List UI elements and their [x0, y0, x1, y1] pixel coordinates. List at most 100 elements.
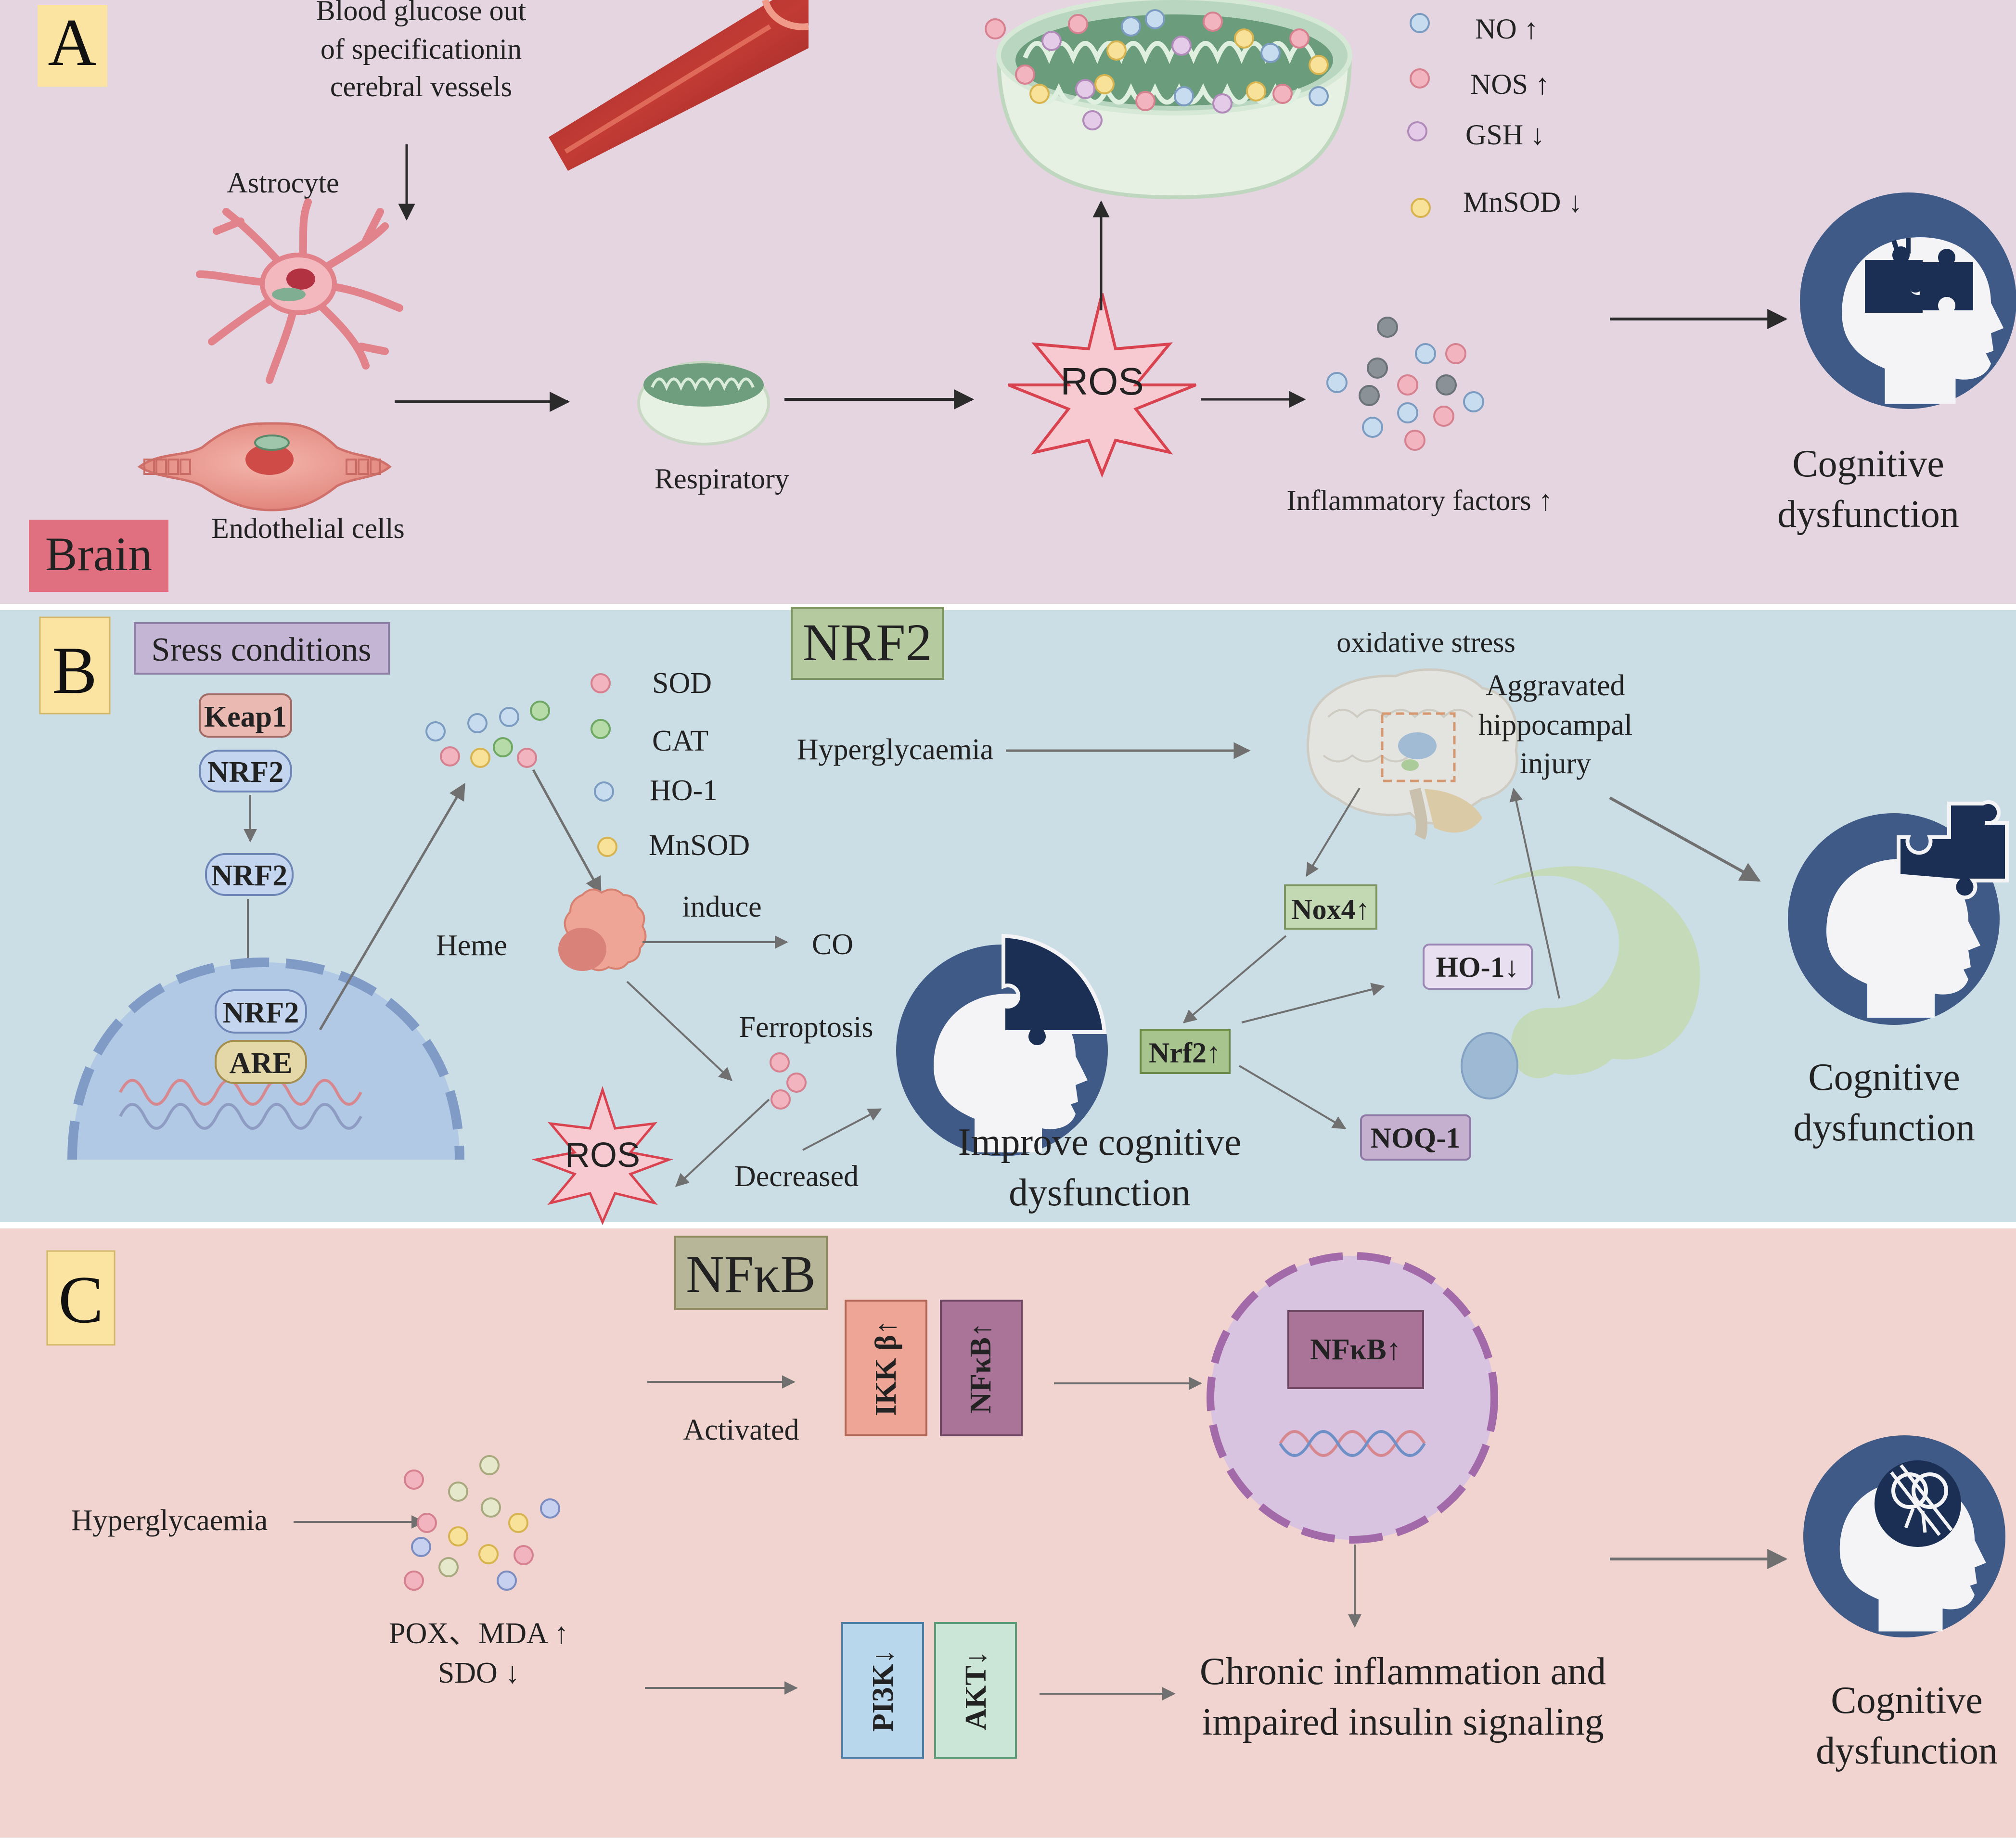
stress-conditions-label: Sress conditions: [152, 631, 372, 668]
arrow-brain-to-nox4: [1306, 787, 1361, 877]
nfkb-vertical-box: [940, 1300, 1023, 1436]
cognitive-label-c-line-1: Cognitive: [1831, 1679, 1983, 1722]
arrow-nucleus-to-enzymes: [319, 782, 466, 1031]
nox4-label: Nox4↑: [1291, 894, 1370, 925]
oxidation-dot-cluster: [404, 1455, 560, 1591]
nox4-box: [1284, 884, 1377, 930]
endothelial-cells-label: Endothelial cells: [211, 512, 405, 544]
cognitive-head-icon-b: [1788, 800, 2009, 1025]
arrow-enzymes-to-heme: [532, 769, 602, 894]
hyperglycaemia-label-b: Hyperglycaemia: [797, 733, 994, 766]
nfkb-vertical-label: NFκB↑: [964, 1322, 997, 1413]
arrow-decreased-to-improve: [802, 1108, 882, 1151]
improve-head-icon: [896, 933, 1108, 1156]
pi3k-box: [841, 1622, 924, 1759]
improve-label-line-2: dysfunction: [1009, 1172, 1191, 1214]
ferroptosis-dots: [770, 1052, 807, 1110]
ikk-box: [845, 1300, 927, 1436]
astrocyte-label: Astrocyte: [227, 167, 339, 199]
marker-dot-mnsod: [1411, 198, 1431, 218]
nrf2-box-2: [205, 853, 294, 896]
noq1-box: [1360, 1114, 1471, 1161]
inflammatory-factor-dots: [1326, 317, 1484, 451]
nrf2-up-label: Nrf2↑: [1149, 1037, 1221, 1069]
panel-a-letter: A: [48, 5, 96, 80]
ikk-label: IKK β↑: [870, 1320, 902, 1416]
blood-glucose-line-1: Blood glucose out: [316, 0, 526, 26]
enzyme-sod: SOD: [652, 667, 712, 700]
brain-tag-box: [29, 520, 168, 592]
panel-c-letter: C: [58, 1263, 103, 1337]
akt-box: [934, 1622, 1017, 1759]
enzyme-dot-cluster: [425, 701, 550, 768]
arrow-nrf2-to-ho1: [1241, 983, 1385, 1023]
inflammatory-factors-label: Inflammatory factors ↑: [1286, 485, 1553, 516]
blood-glucose-line-3: cerebral vessels: [330, 71, 512, 102]
heme-label: Heme: [436, 929, 507, 962]
cognitive-head-icon-a: [1800, 192, 2016, 409]
cognitive-label-b-line-2: dysfunction: [1793, 1107, 1975, 1149]
pi3k-label: PI3K↓: [867, 1649, 899, 1732]
hippocampus-illustration: [1461, 866, 1700, 1099]
keap1-label: Keap1: [204, 701, 287, 733]
decreased-label: Decreased: [734, 1160, 859, 1193]
pox-mda-label: POX、MDA ↑: [389, 1617, 569, 1650]
blood-glucose-line-2: of specificationin: [321, 33, 522, 65]
nrf2-label-3: NRF2: [223, 997, 299, 1029]
nrf2-up-box: [1140, 1029, 1231, 1074]
nrf2-label-1: NRF2: [207, 756, 283, 789]
cognitive-label-c-line-2: dysfunction: [1816, 1730, 1998, 1772]
astrocyte-illustration: [196, 198, 403, 384]
aggravated-line-3: injury: [1520, 747, 1591, 780]
keap1-box: [199, 693, 292, 738]
arrow-heme-to-ferroptosis: [626, 981, 733, 1081]
arrow-hippocampus-to-brain: [1509, 788, 1560, 999]
chronic-line-2: impaired insulin signaling: [1202, 1701, 1604, 1743]
respiratory-label: Respiratory: [655, 463, 789, 495]
ho1-box: [1423, 944, 1533, 990]
nrf2-title: NRF2: [803, 613, 932, 672]
nrf2-label-2: NRF2: [211, 859, 287, 892]
oxidative-stress-label: oxidative stress: [1336, 626, 1515, 658]
nfkb-title-box: [674, 1236, 828, 1310]
endothelial-cell-illustration: [137, 422, 392, 511]
enzyme-cat: CAT: [652, 725, 708, 757]
panel-a-letter-box: [38, 5, 107, 87]
arrow-nox4-to-nrf2: [1182, 935, 1287, 1023]
stress-conditions-box: [134, 622, 390, 675]
enzyme-ho1: HO-1: [650, 774, 718, 807]
ros-star-b: [531, 1086, 674, 1226]
mitochondrion-small-illustration: [637, 361, 770, 446]
heme-illustration: [558, 888, 647, 971]
cognitive-label-a-line-1: Cognitive: [1792, 443, 1944, 485]
enzyme-dot-cat: [591, 719, 611, 739]
marker-nos: NOS ↑: [1470, 68, 1550, 100]
activated-label: Activated: [683, 1414, 799, 1446]
enzyme-mnsod: MnSOD: [649, 829, 750, 862]
arrow-brain-to-cognitive-b: [1609, 796, 1761, 882]
cognitive-label-b-line-1: Cognitive: [1808, 1056, 1960, 1099]
akt-label: AKT↓: [960, 1650, 992, 1730]
cognitive-head-icon-c: [1803, 1435, 2005, 1637]
induce-label: induce: [682, 891, 761, 923]
marker-dot-nos: [1410, 68, 1430, 89]
nrf2-box-1: [199, 750, 292, 792]
are-label: ARE: [230, 1047, 293, 1080]
arrow-nrf2-to-noq1: [1238, 1065, 1347, 1129]
marker-mnsod: MnSOD ↓: [1463, 186, 1582, 218]
ferroptosis-label: Ferroptosis: [739, 1011, 873, 1044]
ros-label-b: ROS: [565, 1136, 640, 1175]
panel-c-letter-box: [46, 1250, 116, 1346]
mitochondrion-large-illustration: [985, 0, 1352, 200]
hyperglycaemia-label-c: Hyperglycaemia: [71, 1504, 268, 1537]
brain-illustration: [1307, 668, 1518, 840]
nfkb-nucleus-box: [1287, 1310, 1424, 1389]
brain-tag: Brain: [45, 527, 152, 581]
ho1-down-label: HO-1↓: [1436, 951, 1519, 983]
are-box: [215, 1040, 307, 1084]
ros-label-a: ROS: [1060, 360, 1143, 403]
enzyme-dot-mnsod: [597, 837, 617, 857]
improve-label-line-1: Improve cognitive: [958, 1121, 1242, 1163]
